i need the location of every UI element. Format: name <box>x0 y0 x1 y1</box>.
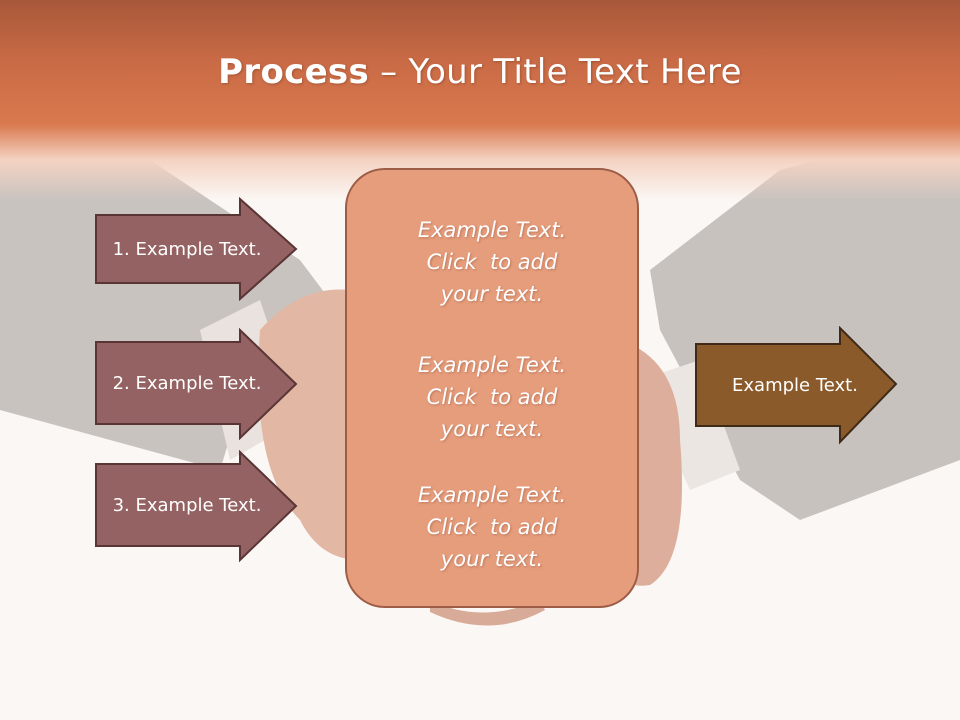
center-block-2-line3: your text. <box>440 417 544 441</box>
center-block-3-line1: Example Text. <box>417 483 567 507</box>
left-arrow-2-label: 2. Example Text. <box>112 372 262 394</box>
center-block-1: Example Text. Click to add your text. <box>347 214 637 310</box>
center-block-3-line3: your text. <box>440 547 544 571</box>
slide-title[interactable]: Process – Your Title Text Here <box>0 52 960 92</box>
left-arrow-3[interactable] <box>94 450 300 564</box>
left-arrow-1[interactable] <box>94 197 300 301</box>
center-block-2: Example Text. Click to add your text. <box>347 349 637 445</box>
center-block-2-line2: Click to add <box>426 385 558 409</box>
center-block-3-line2: Click to add <box>426 515 558 539</box>
center-text-box[interactable]: Example Text. Click to add your text. Ex… <box>345 168 639 608</box>
title-rest-text: – Your Title Text Here <box>369 52 742 92</box>
title-bold-text: Process <box>218 52 370 92</box>
center-block-2-line1: Example Text. <box>417 353 567 377</box>
right-arrow[interactable] <box>694 326 900 446</box>
center-block-1-line1: Example Text. <box>417 218 567 242</box>
left-arrow-2[interactable] <box>94 328 300 440</box>
left-arrow-3-label: 3. Example Text. <box>112 494 262 516</box>
header-band <box>0 0 960 200</box>
center-block-1-line2: Click to add <box>426 250 558 274</box>
left-arrow-1-label: 1. Example Text. <box>112 238 262 260</box>
center-block-1-line3: your text. <box>440 282 544 306</box>
center-block-3: Example Text. Click to add your text. <box>347 479 637 575</box>
right-arrow-label: Example Text. <box>732 374 858 396</box>
